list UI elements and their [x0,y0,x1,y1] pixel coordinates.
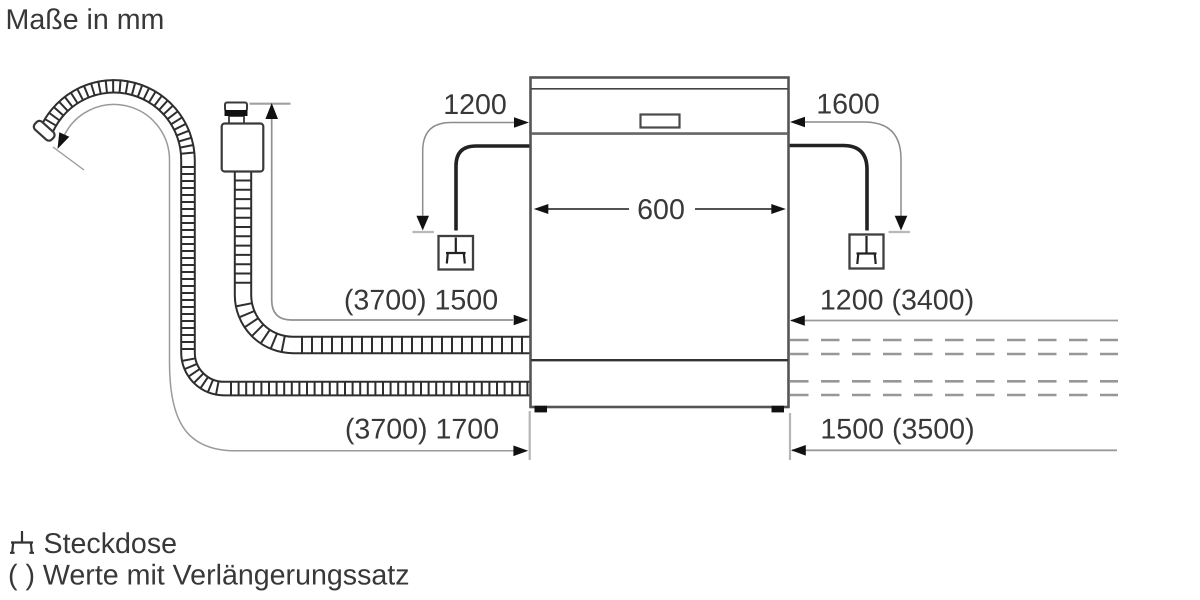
svg-text:1200 (3400): 1200 (3400) [820,285,974,317]
svg-text:1200: 1200 [443,89,507,121]
svg-text:(3700) 1700: (3700) 1700 [345,413,499,445]
svg-text:1600: 1600 [816,89,880,121]
svg-text:Steckdose: Steckdose [44,528,178,560]
svg-text:Maße in mm: Maße in mm [6,4,165,36]
svg-text:1500 (3500): 1500 (3500) [820,413,974,445]
svg-text:(3700) 1500: (3700) 1500 [344,285,498,317]
svg-text:600: 600 [637,194,685,226]
svg-text:( ) Werte mit Verlängerungssat: ( ) Werte mit Verlängerungssatz [8,560,410,592]
